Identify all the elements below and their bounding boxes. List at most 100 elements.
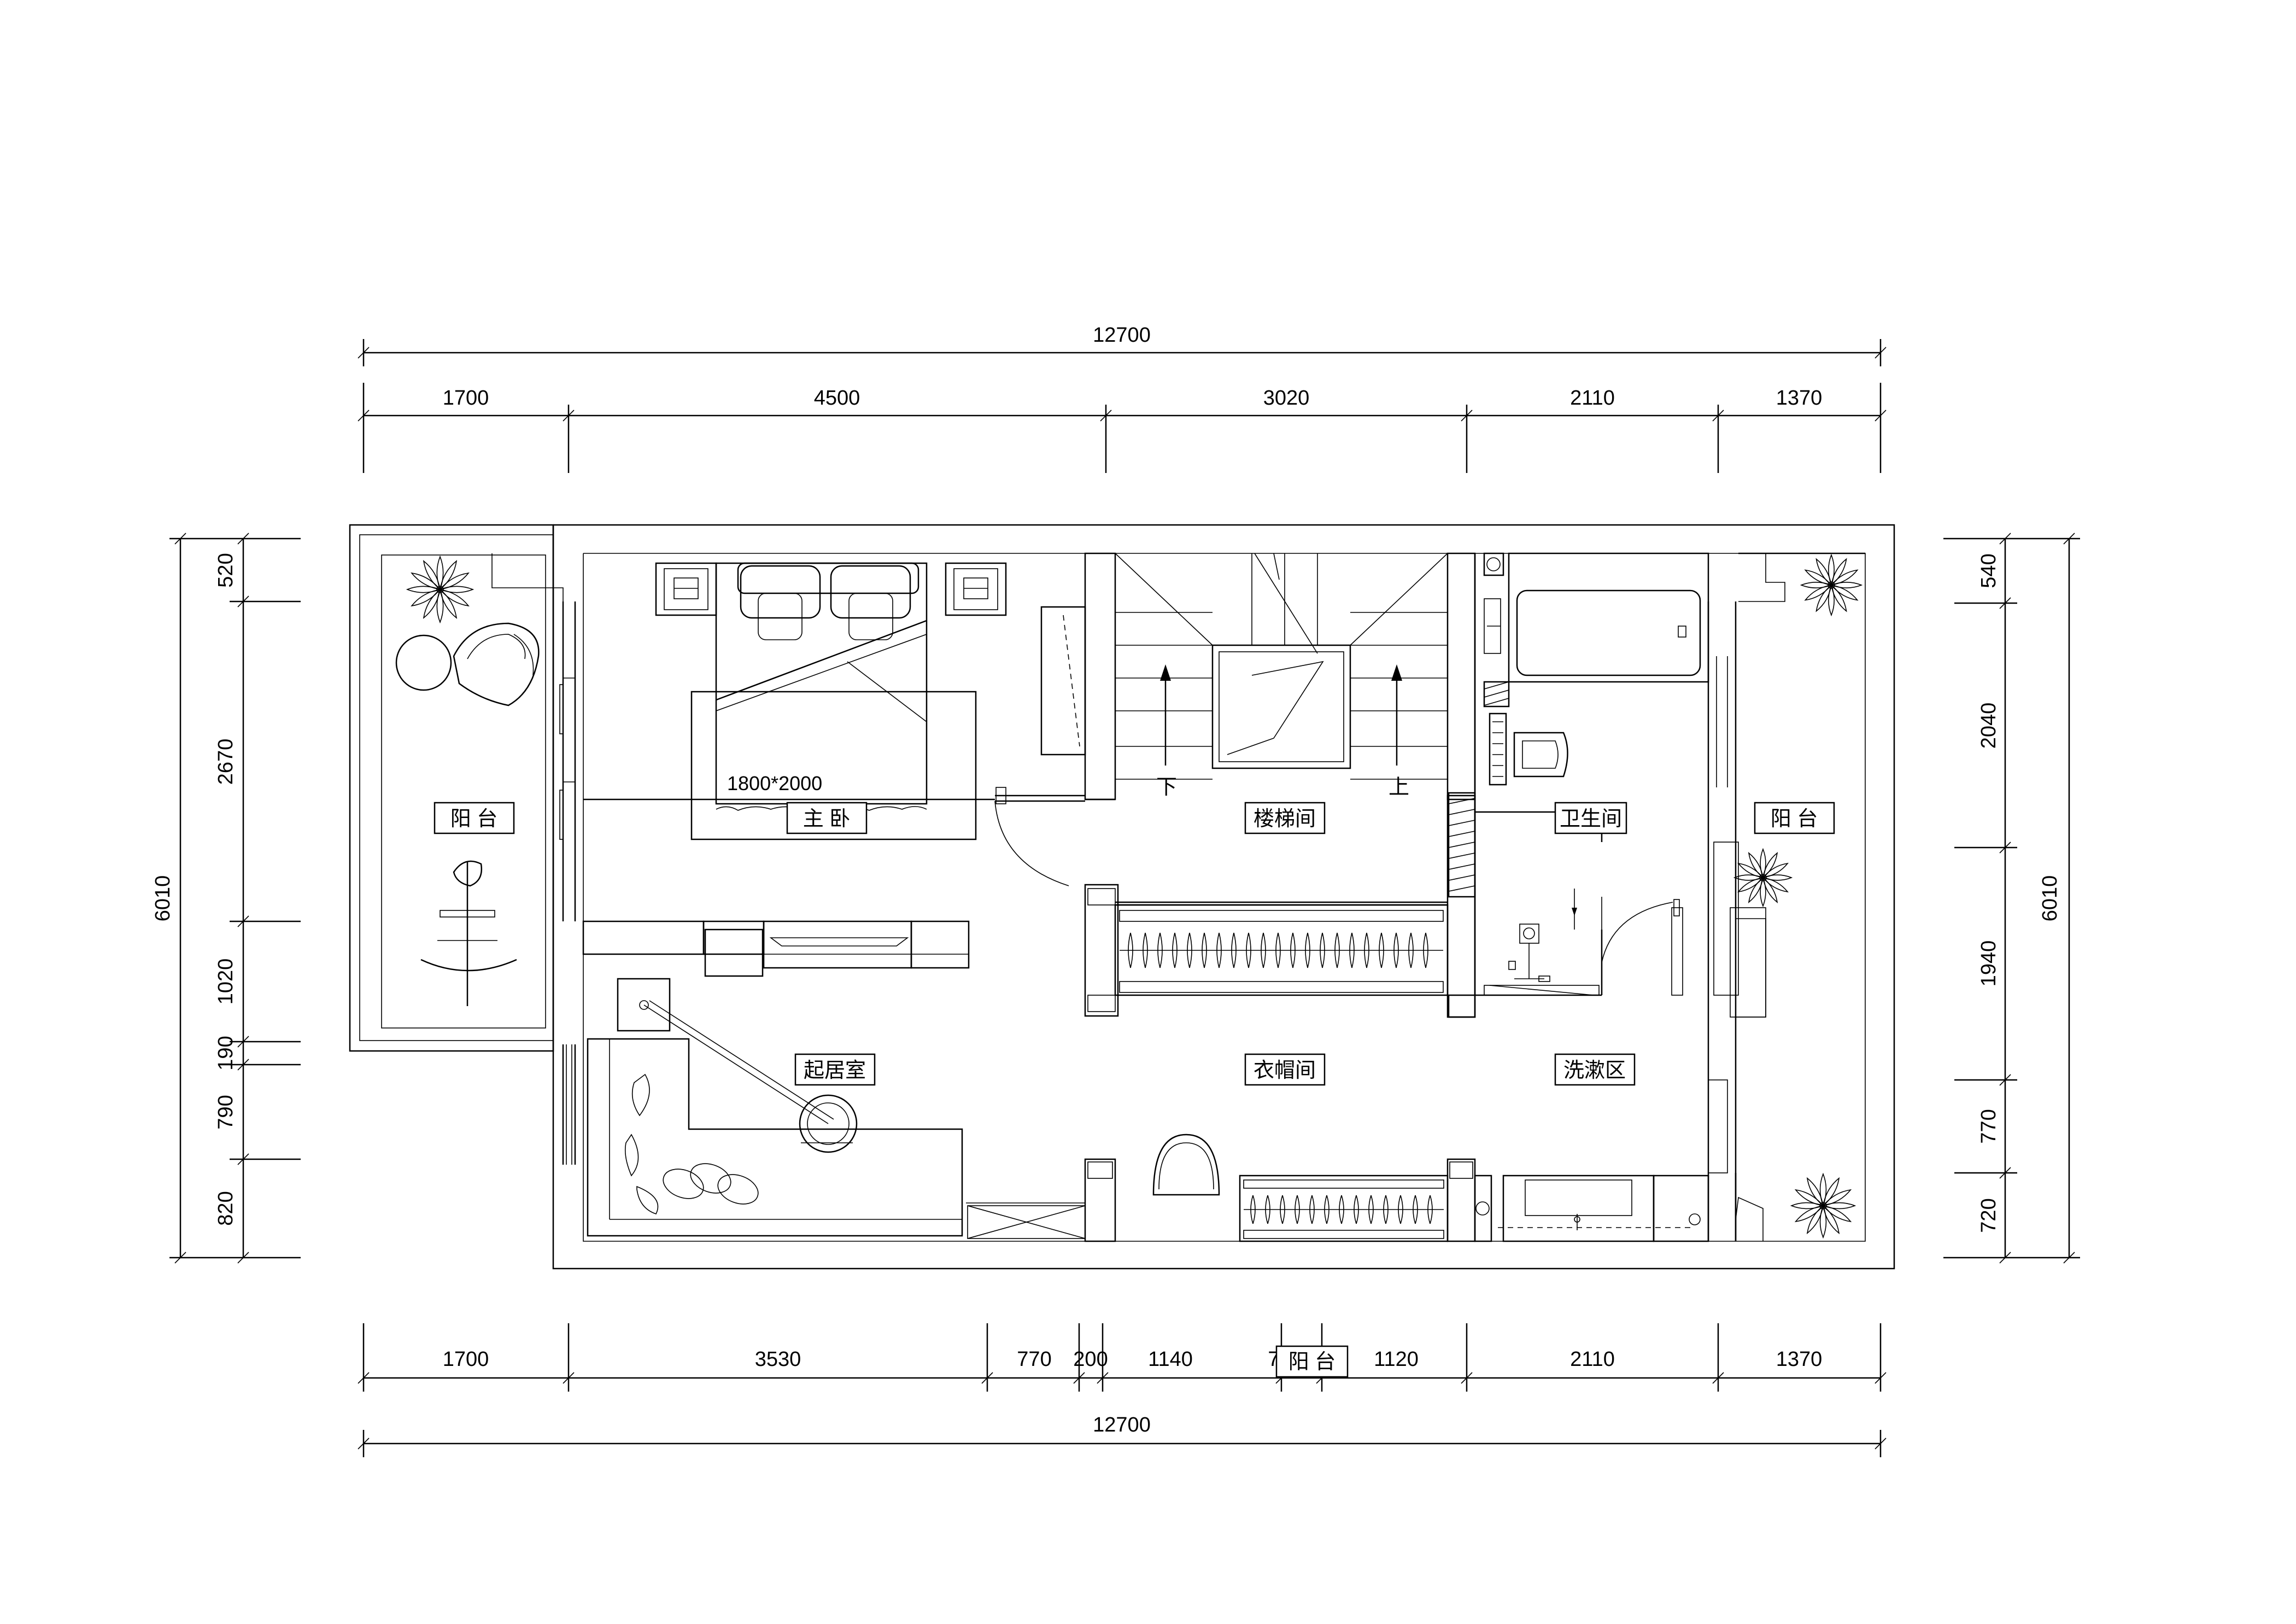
- hanger: [1413, 1195, 1416, 1224]
- hanger: [1341, 1195, 1344, 1224]
- plant-center: [1828, 581, 1835, 589]
- hanger: [1366, 932, 1369, 968]
- side-table: [617, 978, 671, 1032]
- hanger: [1295, 1195, 1298, 1224]
- label-living-room: 起居室: [794, 1053, 876, 1086]
- hanger: [1248, 932, 1251, 968]
- hanger: [1311, 1195, 1315, 1224]
- hanger: [1252, 1195, 1256, 1224]
- plant-icon-left-balcony: [406, 555, 475, 624]
- label-master-bedroom: 主 卧: [786, 802, 868, 834]
- hanger: [1430, 1195, 1433, 1224]
- plant-leaf: [1823, 1189, 1852, 1206]
- hanger: [1263, 932, 1266, 968]
- hanger: [1290, 932, 1293, 968]
- plant-leaf: [1760, 848, 1766, 878]
- hanger: [1337, 932, 1340, 968]
- plant-leaf: [1831, 569, 1859, 586]
- wardrobe-small: [1040, 606, 1086, 756]
- hanger: [1383, 1195, 1386, 1224]
- label-cloakroom: 衣帽间: [1244, 1053, 1326, 1086]
- dim-left-1: 520: [214, 553, 237, 587]
- stairwell: 下 上: [1115, 553, 1448, 799]
- bottom-dimensions: 1700 3530 770 200 1140 7 1120 2110 1370 …: [358, 1323, 1887, 1457]
- plant-leaf: [1828, 553, 1835, 586]
- dim-left-6: 820: [214, 1191, 237, 1225]
- plant-leaf: [1733, 874, 1764, 881]
- hanger: [1297, 1195, 1300, 1224]
- hanger: [1339, 1195, 1342, 1224]
- pillow-right: [830, 565, 911, 619]
- dim-top-3: 3020: [1263, 387, 1310, 410]
- svg-text:起居室: 起居室: [804, 1059, 866, 1082]
- hanger: [1379, 932, 1382, 968]
- hanger: [1381, 932, 1384, 968]
- hanger: [1349, 932, 1352, 968]
- dim-left-4: 190: [214, 1036, 237, 1070]
- dim-right-total: 6010: [2039, 875, 2061, 922]
- dim-bottom-5: 1140: [1148, 1348, 1193, 1371]
- wardrobe-short: [1239, 1175, 1449, 1242]
- vanity-basin: [1502, 1175, 1655, 1242]
- hanger: [1368, 1195, 1372, 1224]
- plant-center: [1819, 1202, 1827, 1210]
- plant-center: [436, 586, 444, 593]
- plant-center: [1759, 874, 1767, 881]
- bathroom: [1483, 552, 1709, 996]
- dim-bottom-total: 12700: [1093, 1413, 1151, 1436]
- hanger: [1292, 932, 1296, 968]
- hanger: [1393, 932, 1397, 968]
- hanger: [1307, 932, 1310, 968]
- dim-right-2: 2040: [1977, 703, 2000, 749]
- dim-bottom-3: 770: [1017, 1348, 1051, 1371]
- round-table: [395, 634, 452, 691]
- dim-bottom-8: 2110: [1570, 1348, 1615, 1371]
- plant-leaf: [436, 589, 444, 624]
- svg-text:阳 台: 阳 台: [1771, 808, 1818, 831]
- plant-leaf: [440, 586, 475, 593]
- plant-leaf: [406, 586, 441, 593]
- living-room: [587, 978, 963, 1237]
- label-balcony-right: 阳 台: [1754, 802, 1835, 834]
- plant-leaf: [1762, 862, 1789, 878]
- dim-bottom-2: 3530: [755, 1348, 801, 1371]
- plant-leaf: [1831, 582, 1863, 588]
- nightstand-left: [655, 562, 717, 616]
- dim-left-5: 790: [214, 1095, 237, 1129]
- dim-bottom-9: 1370: [1776, 1348, 1823, 1371]
- hanger: [1216, 932, 1220, 968]
- svg-text:主 卧: 主 卧: [803, 808, 851, 831]
- hanger: [1410, 932, 1414, 968]
- hanger: [1275, 932, 1279, 968]
- hanger: [1250, 1195, 1254, 1224]
- hanger: [1280, 1195, 1283, 1224]
- hangers-top: [1128, 932, 1428, 968]
- hanger: [1246, 932, 1249, 968]
- wardrobe-long: [1114, 904, 1449, 996]
- lounge-chair: [453, 622, 540, 706]
- hanger: [1130, 932, 1133, 968]
- hanger: [1396, 932, 1399, 968]
- dim-left-3: 1020: [214, 959, 237, 1005]
- coffee-table: [799, 1094, 858, 1153]
- plant-leaf: [1823, 1202, 1856, 1210]
- hanger: [1351, 932, 1355, 968]
- dim-right-3: 1940: [1977, 940, 2000, 987]
- hanger: [1174, 932, 1178, 968]
- hanger: [1261, 932, 1264, 968]
- dim-top-4: 2110: [1570, 387, 1615, 410]
- bed-size-label: 1800*2000: [727, 772, 822, 795]
- stair-down-label: 下: [1156, 776, 1177, 799]
- right-dimensions: 6010 540 2040 1940 770 720: [1943, 533, 2080, 1264]
- dim-bottom-7: 1120: [1374, 1348, 1419, 1371]
- hanger: [1145, 932, 1148, 968]
- plant-icon-right-top: [1800, 553, 1863, 617]
- hanger: [1204, 932, 1207, 968]
- dim-top-1: 1700: [443, 387, 489, 410]
- hanger: [1265, 1195, 1268, 1224]
- washing-area: [1475, 1175, 1701, 1242]
- cloakroom-wardrobes: [1114, 904, 1449, 1242]
- hanger: [1309, 1195, 1313, 1224]
- plant-leaf: [1762, 874, 1793, 881]
